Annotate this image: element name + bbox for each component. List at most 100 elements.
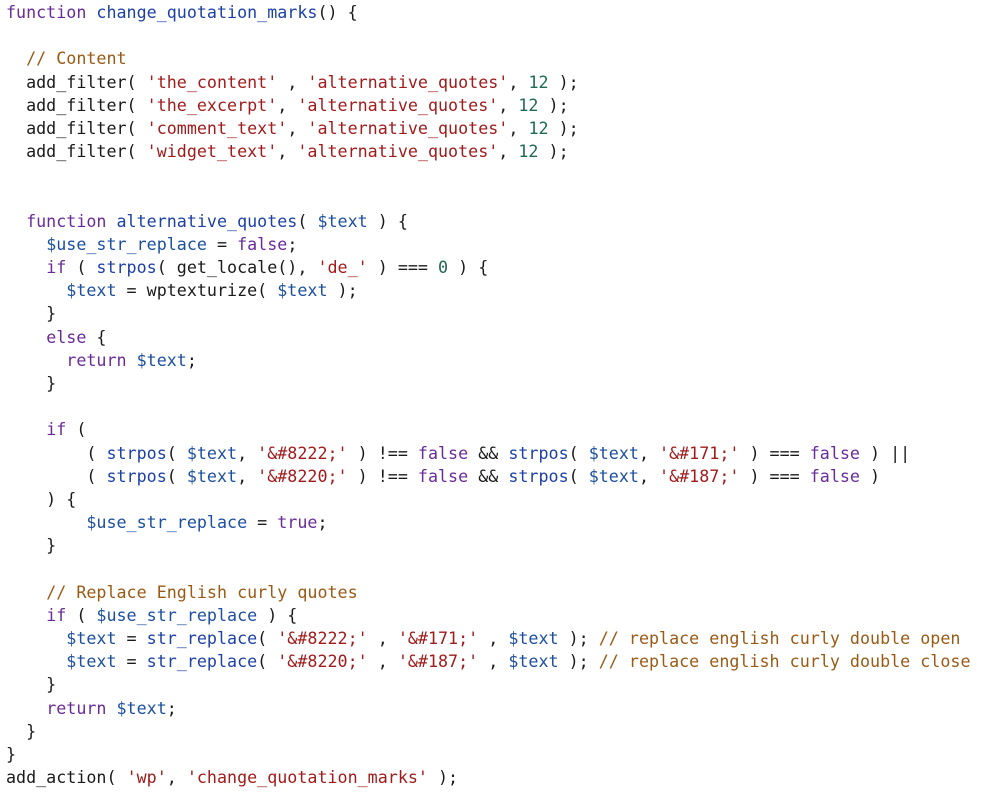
code-token-plain: , xyxy=(367,651,398,672)
code-token-plain: ) !== xyxy=(347,442,418,463)
code-token-plain xyxy=(6,582,46,602)
code-token-plain: add_filter( xyxy=(6,117,147,138)
code-token-plain: , xyxy=(478,651,509,672)
code-line: else { xyxy=(0,326,1007,349)
code-token-plain: ( xyxy=(166,442,187,463)
code-token-plain: ( get_locale(), xyxy=(156,257,318,278)
code-token-var: $text xyxy=(66,280,117,301)
code-token-func: strpos xyxy=(96,257,157,278)
code-token-plain: ( xyxy=(66,257,97,278)
code-line: function change_quotation_marks() { xyxy=(0,1,1007,24)
code-token-number: 0 xyxy=(438,257,449,278)
code-token-plain: } xyxy=(6,303,57,324)
code-token-string: '&#8220;' xyxy=(277,651,368,672)
code-token-plain: ( xyxy=(6,465,107,486)
code-token-plain xyxy=(6,628,66,648)
code-token-plain: && xyxy=(468,465,509,486)
code-token-comment: // replace english curly double open xyxy=(598,628,961,649)
code-token-string: 'change_quotation_marks' xyxy=(186,767,428,788)
code-token-number: 12 xyxy=(518,94,539,115)
code-line: add_filter( 'the_content' , 'alternative… xyxy=(0,71,1007,94)
code-token-keyword: false xyxy=(809,465,860,486)
code-token-keyword: function xyxy=(6,2,87,22)
code-token-plain: ); xyxy=(427,767,459,788)
code-token-plain: ); xyxy=(558,628,599,649)
code-token-string: 'widget_text' xyxy=(146,141,278,162)
code-line: return $text; xyxy=(0,349,1007,372)
code-token-keyword: if xyxy=(46,257,67,278)
code-token-plain: add_filter( xyxy=(6,71,147,92)
code-token-string: '&#187;' xyxy=(397,651,479,672)
code-token-string: '&#8222;' xyxy=(277,628,368,649)
code-line xyxy=(0,558,1007,581)
code-line: if ( $use_str_replace ) { xyxy=(0,604,1007,627)
code-token-plain: ( xyxy=(66,604,97,625)
code-token-plain xyxy=(6,651,66,671)
code-token-func: str_replace xyxy=(146,651,258,672)
code-token-plain: } xyxy=(6,674,57,695)
code-token-plain xyxy=(86,2,96,22)
code-line: } xyxy=(0,720,1007,743)
code-token-string: '&#8222;' xyxy=(257,442,348,463)
code-token-plain: ) === xyxy=(739,465,810,486)
code-token-plain: ) { xyxy=(257,604,298,625)
code-token-string: 'alternative_quotes' xyxy=(297,94,499,115)
code-token-plain: ); xyxy=(327,280,358,301)
code-line: add_filter( 'comment_text', 'alternative… xyxy=(0,117,1007,140)
code-token-keyword: if xyxy=(46,604,67,625)
code-token-plain: , xyxy=(166,767,187,788)
code-token-plain: ; xyxy=(166,697,177,718)
code-token-plain: , xyxy=(638,465,660,486)
code-token-plain: ( xyxy=(166,465,187,486)
code-token-plain: ; xyxy=(317,512,328,533)
code-token-plain: ) === xyxy=(739,442,810,463)
code-token-plain: ( xyxy=(257,628,278,649)
code-token-func: strpos xyxy=(508,465,569,486)
code-line: // Replace English curly quotes xyxy=(0,581,1007,604)
code-token-string: 'the_content' xyxy=(146,71,278,92)
code-token-string: 'alternative_quotes' xyxy=(307,117,509,138)
code-token-keyword: false xyxy=(237,233,288,254)
code-token-plain: ); xyxy=(548,117,579,138)
code-token-var: $text xyxy=(317,210,368,231)
code-token-string: 'alternative_quotes' xyxy=(307,71,509,92)
code-line: ( strpos( $text, '&#8222;' ) !== false &… xyxy=(0,442,1007,465)
code-token-plain: add_filter( xyxy=(6,94,147,115)
code-line: add_filter( 'widget_text', 'alternative_… xyxy=(0,140,1007,163)
code-token-var: $use_str_replace xyxy=(86,512,248,533)
code-token-plain: = xyxy=(206,233,238,254)
code-token-plain: , xyxy=(498,141,519,162)
code-token-plain: add_action( xyxy=(6,767,127,788)
code-token-func: alternative_quotes xyxy=(116,210,298,231)
code-token-keyword: true xyxy=(277,512,318,533)
code-token-comment: // Content xyxy=(26,48,127,69)
code-token-plain: ( xyxy=(297,210,318,231)
code-token-string: 'comment_text' xyxy=(146,117,288,138)
code-token-plain: && xyxy=(468,442,509,463)
code-token-string: '&#171;' xyxy=(397,628,479,649)
code-token-plain: ( xyxy=(568,465,589,486)
code-line: return $text; xyxy=(0,697,1007,720)
code-token-plain: add_filter( xyxy=(6,141,147,162)
code-line: function alternative_quotes( $text ) { xyxy=(0,210,1007,233)
code-token-plain: , xyxy=(478,628,509,649)
code-token-plain: } xyxy=(6,535,57,556)
code-token-func: strpos xyxy=(106,465,167,486)
code-token-var: $text xyxy=(508,651,559,672)
code-token-plain xyxy=(106,211,116,231)
code-token-string: '&#8220;' xyxy=(257,465,348,486)
code-token-plain: ( xyxy=(257,651,278,672)
code-token-plain: ); xyxy=(548,71,579,92)
code-line: ( strpos( $text, '&#8220;' ) !== false &… xyxy=(0,465,1007,488)
code-token-func: change_quotation_marks xyxy=(96,2,318,22)
code-token-plain: } xyxy=(6,744,17,764)
code-line: ) { xyxy=(0,488,1007,511)
code-line: } xyxy=(0,372,1007,395)
code-token-plain: ) || xyxy=(859,442,911,463)
code-token-keyword: if xyxy=(46,419,67,440)
code-token-var: $text xyxy=(66,651,117,672)
code-token-var: $text xyxy=(116,697,167,718)
code-line: add_filter( 'the_excerpt', 'alternative_… xyxy=(0,94,1007,117)
code-token-string: 'wp' xyxy=(126,767,167,788)
